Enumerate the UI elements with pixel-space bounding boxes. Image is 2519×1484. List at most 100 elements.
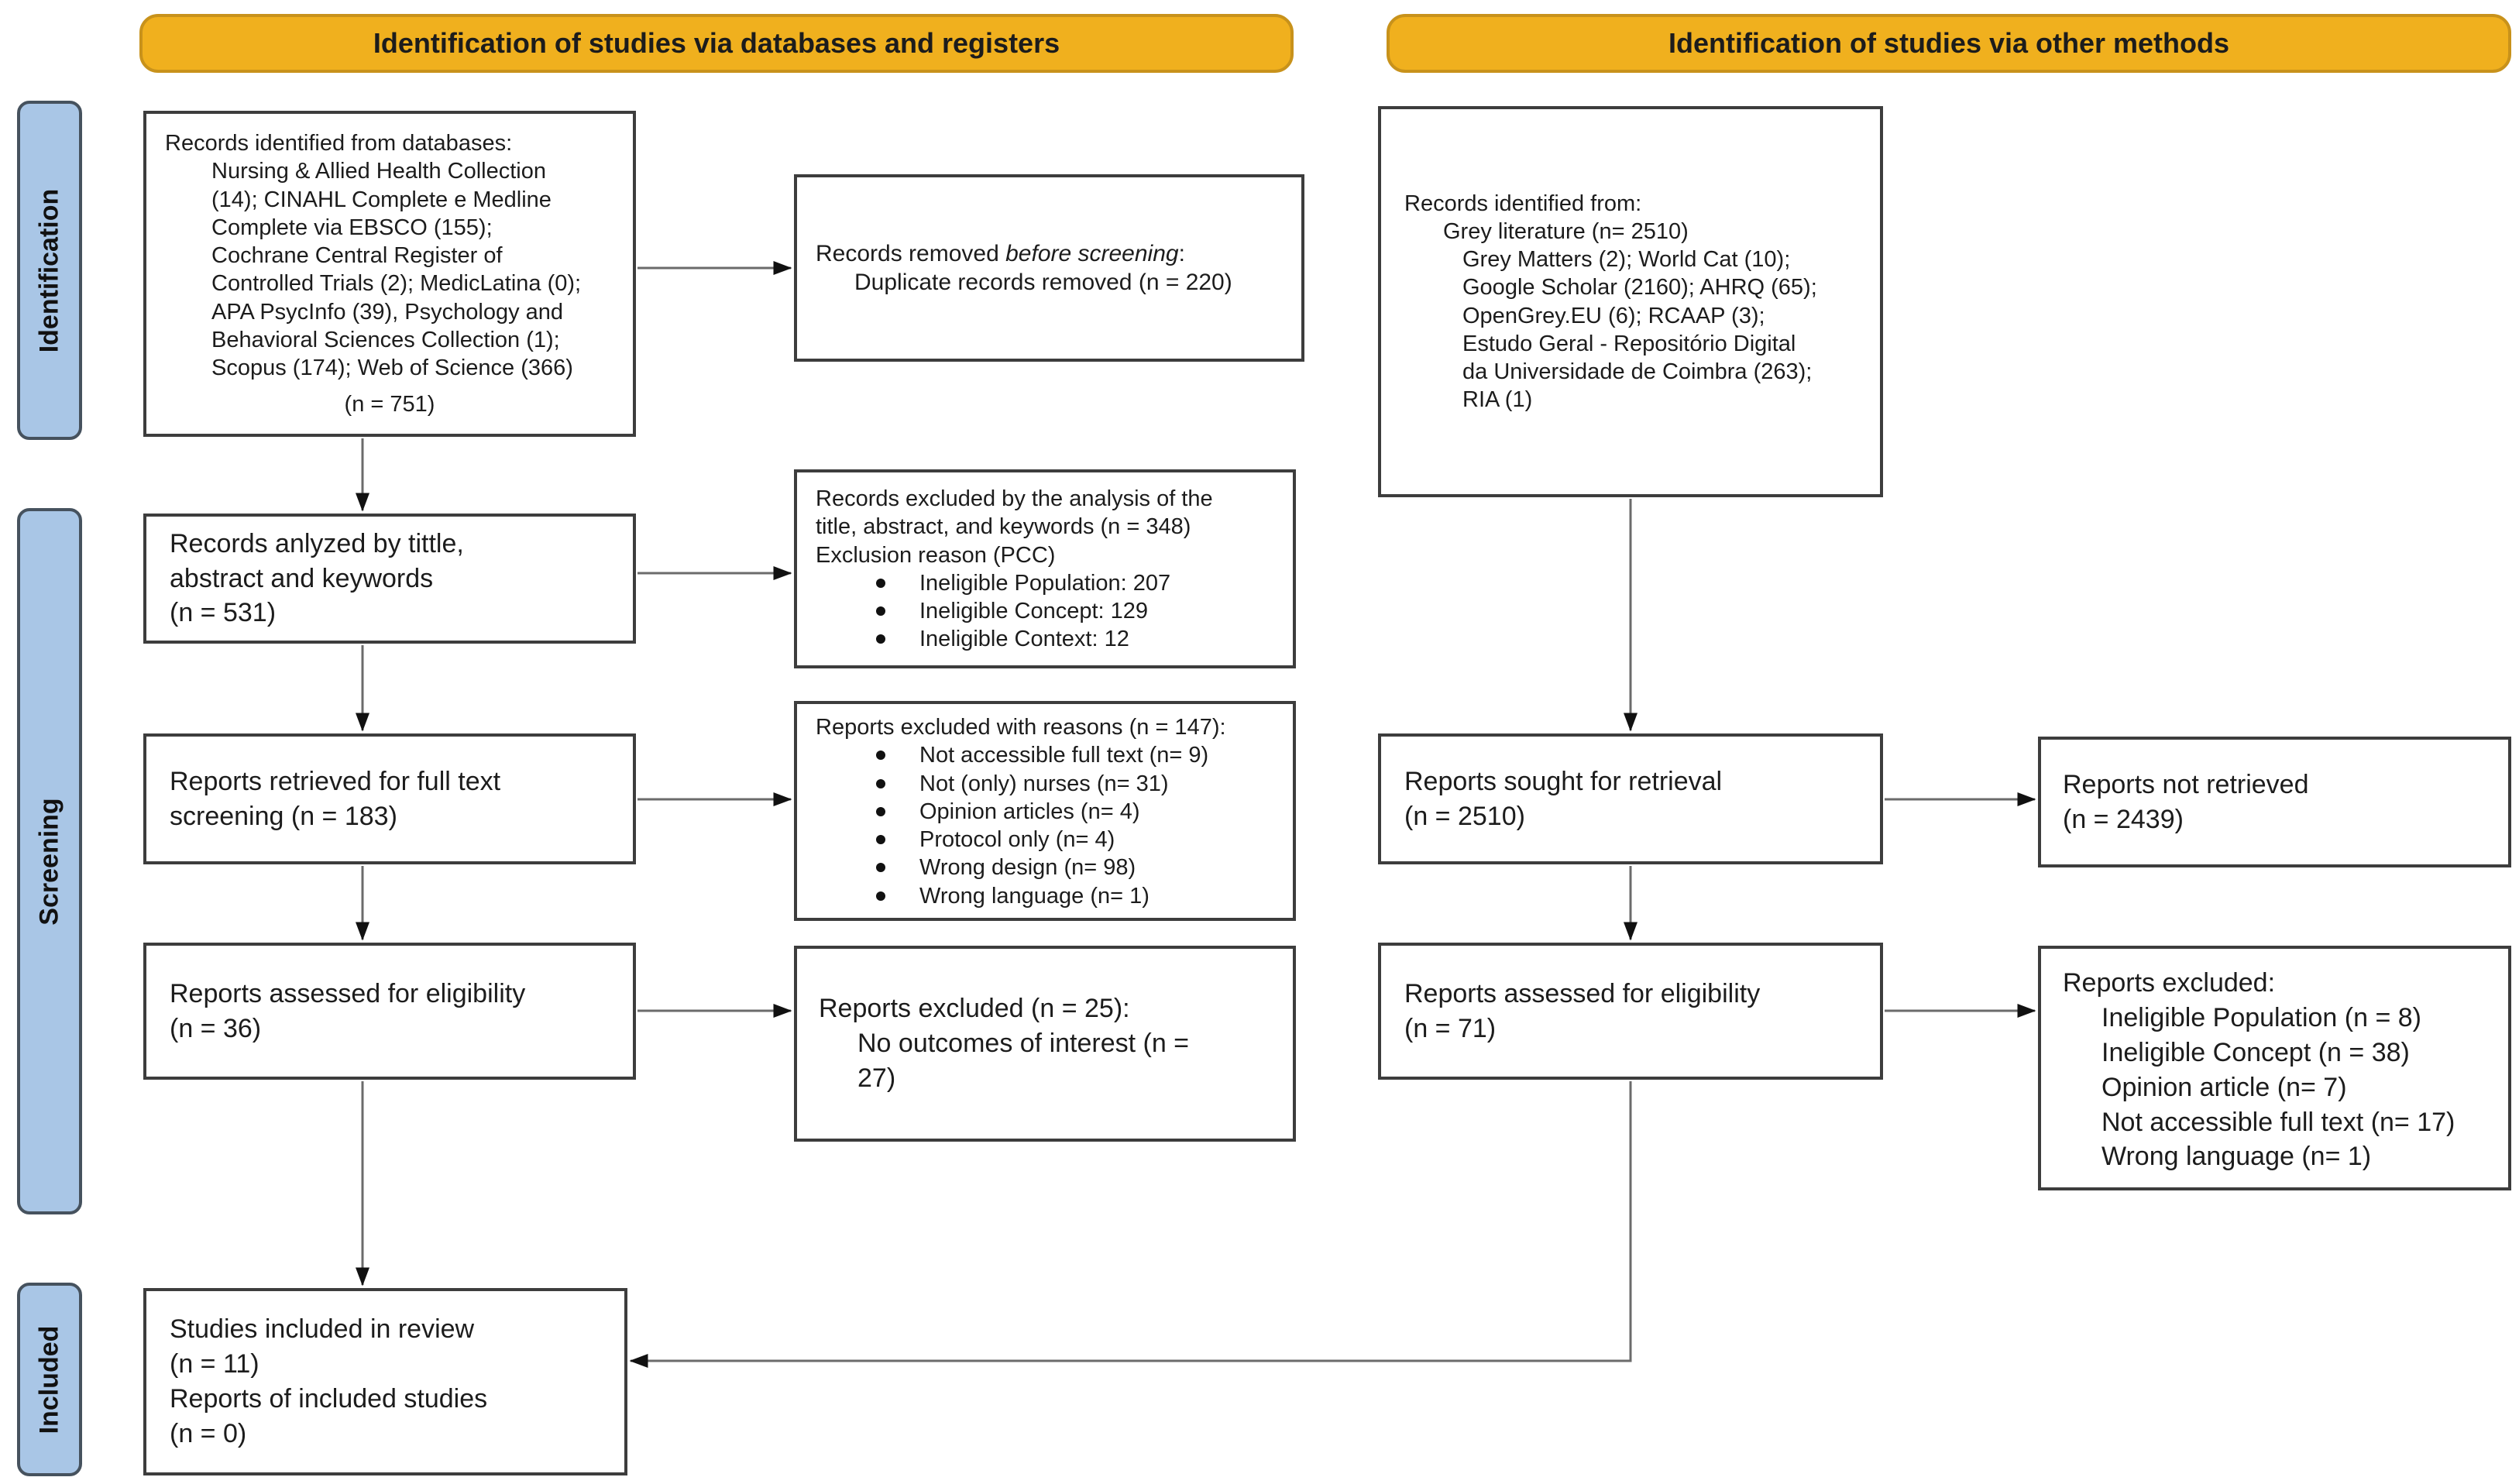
db-source-line: Complete via EBSCO (155); [211, 215, 493, 240]
excluded-right-item: Not accessible full text (n= 17) [2101, 1107, 2455, 1137]
outcomes-title: Reports excluded (n = 25): [819, 994, 1130, 1024]
bullet-icon [876, 806, 885, 816]
reason-bullet-text: Protocol only (n= 4) [919, 827, 1115, 852]
db-source-line: Behavioral Sciences Collection (1); [211, 327, 560, 352]
banner-databases-registers: Identification of studies via databases … [139, 14, 1294, 73]
box-reports-assessed-left: Reports assessed for eligibility (n = 36… [143, 943, 636, 1080]
grey-title: Records identified from: [1404, 191, 1642, 216]
db-source-line: Controlled Trials (2); MedicLatina (0); [211, 271, 582, 297]
reason-bullet-text: Opinion articles (n= 4) [919, 799, 1140, 824]
db-source-line: APA PsycInfo (39), Psychology and [211, 299, 564, 325]
box-records-excluded-pcc: Records excluded by the analysis of the … [794, 469, 1296, 668]
bullet-icon [876, 835, 885, 844]
outcomes-line: No outcomes of interest (n = [857, 1029, 1190, 1059]
removed-suffix: : [1178, 240, 1185, 266]
grey-source-line: da Universidade de Coimbra (263); [1462, 359, 1813, 384]
sought-line: Reports sought for retrieval [1404, 766, 1723, 796]
excluded-right-item: Ineligible Population (n = 8) [2101, 1002, 2421, 1032]
grey-source-line: OpenGrey.EU (6); RCAAP (3); [1462, 303, 1765, 328]
reason-bullet-item: Wrong language (n= 1) [816, 882, 1274, 910]
box-records-removed: Records removed before screening: Duplic… [794, 174, 1304, 362]
box-reports-sought: Reports sought for retrieval (n = 2510) [1378, 733, 1883, 864]
retrieved-line: Reports retrieved for full text [170, 766, 501, 796]
reason-bullet-item: Not (only) nurses (n= 31) [816, 770, 1274, 798]
box-reports-retrieved: Reports retrieved for full text screenin… [143, 733, 636, 864]
box-records-identified-grey: Records identified from: Grey literature… [1378, 106, 1883, 497]
db-total-count: (n = 751) [344, 391, 435, 417]
reason-bullet-item: Not accessible full text (n= 9) [816, 741, 1274, 769]
stage-included: Included [17, 1283, 82, 1476]
assessed-right-count: (n = 71) [1404, 1013, 1497, 1043]
box-records-identified-databases: Records identified from databases: Nursi… [143, 111, 636, 437]
bullet-icon [876, 578, 885, 588]
reason-bullet-item: Opinion articles (n= 4) [816, 798, 1274, 826]
grey-source-line: RIA (1) [1462, 387, 1533, 413]
banner-other-methods: Identification of studies via other meth… [1387, 14, 2511, 73]
assessed-left-count: (n = 36) [170, 1013, 262, 1043]
excluded-right-title: Reports excluded: [2063, 968, 2276, 998]
stage-screening: Screening [17, 508, 82, 1214]
excluded-right-item: Wrong language (n= 1) [2101, 1142, 2372, 1172]
bullet-icon [876, 891, 885, 901]
db-source-line: Scopus (174); Web of Science (366) [211, 356, 573, 380]
stage-identification: Identification [17, 101, 82, 440]
excluded-right-item: Opinion article (n= 7) [2101, 1072, 2347, 1102]
included-line: Studies included in review [170, 1314, 475, 1345]
reason-bullet-text: Not accessible full text (n= 9) [919, 743, 1209, 768]
reason-bullet-text: Wrong language (n= 1) [919, 883, 1150, 909]
grey-source-line: Google Scholar (2160); AHRQ (65); [1462, 275, 1817, 301]
pcc-header-line: title, abstract, and keywords (n = 348) [816, 514, 1191, 540]
stage-screening-label: Screening [34, 797, 64, 926]
reason-bullet-text: Not (only) nurses (n= 31) [919, 771, 1169, 796]
grey-source-line: Grey Matters (2); World Cat (10); [1462, 247, 1791, 272]
bullet-icon [876, 778, 885, 788]
grey-source-line: Estudo Geral - Repositório Digital [1462, 331, 1796, 356]
pcc-header-line: Exclusion reason (PCC) [816, 542, 1056, 568]
box-reports-excluded-outcomes: Reports excluded (n = 25): No outcomes o… [794, 946, 1296, 1142]
box-reports-excluded-right: Reports excluded: Ineligible Population … [2038, 946, 2511, 1190]
pcc-bullet-item: Ineligible Context: 12 [816, 625, 1274, 653]
db-source-line: Nursing & Allied Health Collection [211, 159, 546, 184]
bullet-icon [876, 606, 885, 616]
pcc-bullet-text: Ineligible Context: 12 [919, 627, 1129, 652]
pcc-bullet-text: Ineligible Concept: 129 [919, 599, 1149, 623]
pcc-header-line: Records excluded by the analysis of the [816, 486, 1213, 511]
analyzed-line: abstract and keywords [170, 563, 434, 593]
included-count: (n = 0) [170, 1418, 247, 1448]
assessed-left-line: Reports assessed for eligibility [170, 978, 526, 1008]
db-title: Records identified from databases: [165, 131, 513, 156]
reason-bullet-item: Protocol only (n= 4) [816, 826, 1274, 854]
db-source-line: (14); CINAHL Complete e Medline [211, 187, 552, 212]
sought-count: (n = 2510) [1404, 801, 1525, 831]
box-reports-not-retrieved: Reports not retrieved (n = 2439) [2038, 737, 2511, 867]
pcc-bullet-item: Ineligible Population: 207 [816, 569, 1274, 597]
removed-emphasis: before screening [1005, 240, 1179, 266]
analyzed-count: (n = 531) [170, 598, 277, 628]
bullet-icon [876, 863, 885, 873]
not-retrieved-line: Reports not retrieved [2063, 769, 2309, 799]
stage-identification-label: Identification [34, 188, 64, 352]
outcomes-line: 27) [857, 1063, 896, 1093]
stage-included-label: Included [34, 1325, 64, 1434]
db-source-line: Cochrane Central Register of [211, 243, 503, 268]
excluded-right-item: Ineligible Concept (n = 38) [2101, 1037, 2410, 1067]
reason-bullet-text: Wrong design (n= 98) [919, 855, 1136, 881]
assessed-right-line: Reports assessed for eligibility [1404, 978, 1761, 1008]
grey-subtitle: Grey literature (n= 2510) [1443, 218, 1689, 244]
retrieved-count: screening (n = 183) [170, 801, 397, 831]
pcc-bullet-item: Ineligible Concept: 129 [816, 597, 1274, 625]
removed-detail: Duplicate records removed (n = 220) [854, 270, 1232, 295]
box-studies-included: Studies included in review (n = 11) Repo… [143, 1288, 627, 1475]
pcc-bullet-text: Ineligible Population: 207 [919, 570, 1171, 596]
box-reports-assessed-right: Reports assessed for eligibility (n = 71… [1378, 943, 1883, 1080]
box-reports-excluded-reasons: Reports excluded with reasons (n = 147):… [794, 701, 1296, 921]
reasons-title: Reports excluded with reasons (n = 147): [816, 715, 1226, 740]
included-count: (n = 11) [170, 1349, 259, 1379]
box-records-analyzed: Records anlyzed by tittle, abstract and … [143, 514, 636, 644]
analyzed-line: Records anlyzed by tittle, [170, 528, 464, 558]
bullet-icon [876, 751, 885, 761]
reason-bullet-item: Wrong design (n= 98) [816, 854, 1274, 881]
removed-prefix: Records removed [816, 240, 1006, 266]
not-retrieved-count: (n = 2439) [2063, 804, 2184, 834]
